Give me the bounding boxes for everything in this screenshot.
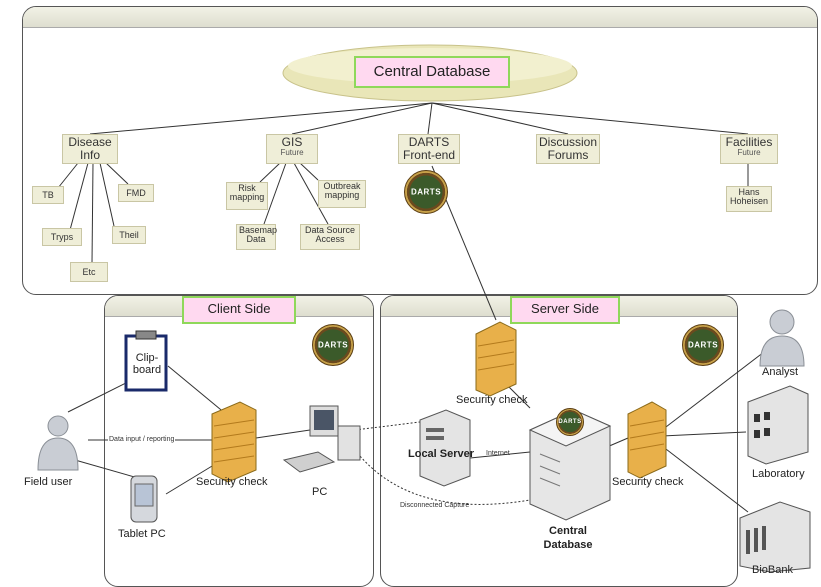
client-security-check-label: Security check: [196, 476, 268, 488]
node-facilities-label: Facilities: [725, 135, 773, 149]
tablet-pc-label: Tablet PC: [118, 528, 166, 540]
laboratory-label: Laboratory: [752, 468, 805, 480]
central-database-label: Central Database: [354, 56, 510, 88]
node-darts-front-end: DARTS Front-end: [398, 134, 460, 164]
clipboard-icon: [124, 330, 168, 392]
firewall-icon: [627, 401, 667, 479]
internet-label: Internet: [486, 450, 510, 457]
leaf-data-source-access: Data Source Access: [300, 224, 360, 250]
leaf-basemap-data: Basemap Data: [236, 224, 277, 250]
firewall-icon: [475, 321, 517, 397]
biobank-label: BioBank: [752, 564, 793, 576]
pc-label: PC: [312, 486, 328, 498]
leaf-fmd: FMD: [118, 184, 154, 202]
server-side-header: Server Side: [510, 296, 620, 324]
leaf-outbreak-mapping: Outbreak mapping: [318, 180, 366, 208]
biobank-icon: [739, 501, 811, 572]
field-user-label: Field user: [24, 476, 73, 488]
user-icon: [37, 415, 79, 471]
server-security-check-right-label: Security check: [612, 476, 684, 488]
darts-badge: DARTS: [556, 408, 584, 436]
local-server-label: Local Server: [408, 448, 475, 460]
central-database-server-label: Central Database: [543, 525, 593, 551]
node-gis-label: GIS: [281, 135, 303, 149]
firewall-icon: [211, 401, 257, 483]
server-icon: [419, 409, 471, 487]
disconnected-capture-label: Disconnected Capture: [400, 502, 470, 509]
server-security-check-top-label: Security check: [456, 394, 528, 406]
leaf-tryps: Tryps: [42, 228, 82, 246]
user-icon: [759, 309, 805, 367]
clipboard-label: Clip- board: [132, 352, 162, 376]
darts-badge: DARTS: [682, 324, 724, 366]
node-gis-sub: Future: [280, 147, 304, 157]
pc-icon: [282, 405, 361, 473]
darts-badge: DARTS: [312, 324, 354, 366]
node-discussion-forums: Discussion Forums: [536, 134, 600, 164]
leaf-hans-hoheisen: Hans Hoheisen: [726, 186, 772, 212]
laboratory-icon: [747, 385, 809, 465]
node-facilities: Facilities Future: [720, 134, 778, 164]
client-side-header: Client Side: [182, 296, 296, 324]
node-disease-info: Disease Info: [62, 134, 118, 164]
leaf-etc: Etc: [70, 262, 108, 282]
node-facilities-sub: Future: [737, 147, 761, 157]
tablet-icon: [130, 475, 158, 523]
panel-title-bar: [23, 7, 817, 28]
leaf-risk-mapping: Risk mapping: [226, 182, 268, 210]
node-gis: GIS Future: [266, 134, 318, 164]
leaf-tb: TB: [32, 186, 64, 204]
analyst-label: Analyst: [762, 366, 799, 378]
leaf-theil: Theil: [112, 226, 146, 244]
data-input-label: Data input / reporting: [108, 436, 176, 443]
darts-badge: DARTS: [404, 170, 448, 214]
